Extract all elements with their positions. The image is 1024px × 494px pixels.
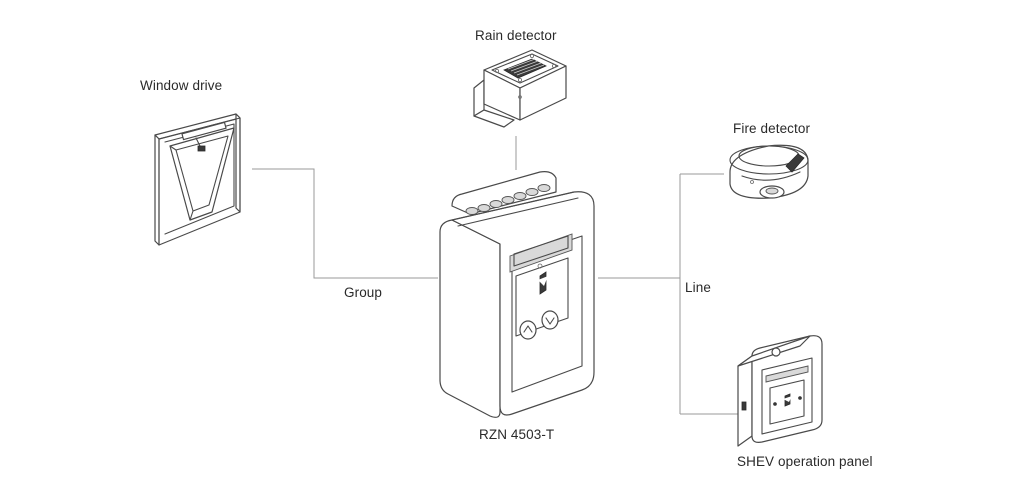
wire-window-drive-to-controller bbox=[252, 168, 438, 279]
controller-front-buttons bbox=[519, 310, 559, 340]
connection-wires bbox=[252, 136, 740, 415]
group-label: Group bbox=[344, 285, 383, 300]
window-drive-label: Window drive bbox=[140, 78, 223, 93]
operation-panel-illustration bbox=[737, 335, 823, 447]
controller-illustration bbox=[439, 171, 595, 418]
controller-top-keys bbox=[465, 184, 551, 215]
fire-detector-illustration bbox=[729, 144, 809, 199]
rain-detector-label: Rain detector bbox=[475, 28, 557, 43]
rain-detector-illustration bbox=[473, 49, 567, 128]
line-label: Line bbox=[685, 280, 711, 295]
window-drive-illustration bbox=[154, 113, 241, 246]
fire-detector-label: Fire detector bbox=[733, 121, 811, 136]
controller-label: RZN 4503-T bbox=[479, 427, 555, 442]
operation-panel-label: SHEV operation panel bbox=[737, 454, 873, 469]
